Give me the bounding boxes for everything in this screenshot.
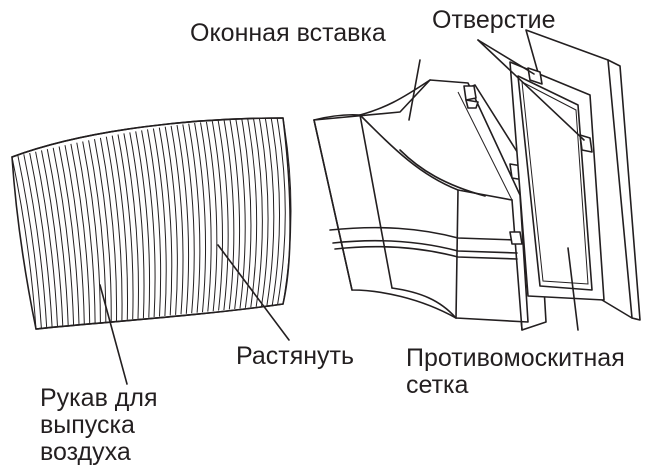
hose-rib (35, 151, 58, 327)
hose-rib (82, 141, 101, 323)
hose-rib (276, 117, 286, 305)
hose-rib (211, 121, 223, 311)
hose-rib (264, 118, 275, 306)
hose-rib (23, 154, 48, 328)
hose-rib (282, 117, 292, 305)
hose-rib (17, 155, 42, 329)
hose-rib (135, 131, 151, 318)
hose-rib (29, 152, 53, 328)
hose-rib (205, 121, 218, 312)
hose-rib (64, 145, 85, 325)
label-stretch: Растянуть (236, 342, 355, 370)
hose-rib (105, 136, 123, 321)
hose-rib (129, 132, 145, 319)
hose-rib (152, 128, 167, 317)
hose-rib (88, 140, 107, 322)
hose-rib (141, 130, 156, 318)
hose-rib (76, 142, 96, 324)
label-hose: Рукав для выпуска воздуха (40, 384, 158, 466)
hose-rib (99, 137, 118, 321)
hose-ribs (11, 117, 292, 330)
hose-rib (270, 118, 281, 306)
hose-rib (253, 118, 263, 307)
hose-rib (147, 129, 162, 317)
hose-rib (46, 149, 69, 326)
hose-rib (247, 118, 258, 308)
hose-rib (70, 143, 91, 324)
hose-rib (52, 147, 75, 326)
hose-rib (117, 134, 134, 320)
hose-rib (229, 119, 241, 309)
hose-rib (164, 126, 178, 315)
exhaust-hose (11, 117, 292, 330)
hose-rib (58, 146, 80, 325)
label-window-insert: Оконная вставка (190, 19, 386, 47)
hose-rib (200, 122, 212, 312)
hose-rib (170, 125, 184, 315)
hose-rib (111, 135, 129, 320)
hose-rib (94, 139, 112, 322)
leader-window-insert (408, 59, 421, 121)
leader-mosquito-net (567, 247, 579, 331)
hose-rib (182, 124, 195, 314)
hose-rib (11, 156, 37, 330)
label-opening: Отверстие (432, 6, 556, 34)
leader-stretch (217, 244, 290, 341)
hose-rib (235, 119, 246, 309)
hose-rib (176, 125, 190, 314)
hose-rib (217, 120, 229, 311)
window-insert (313, 79, 547, 331)
leader-opening-bottom (477, 39, 585, 141)
hose-rib (123, 133, 139, 319)
leader-opening-top (477, 39, 535, 75)
window-frame (509, 29, 641, 321)
hose-rib (41, 150, 64, 327)
label-mosquito-net: Противомоскитная сетка (406, 344, 625, 399)
leader-lines (99, 39, 585, 385)
leader-hose (99, 284, 128, 385)
hose-rib (188, 123, 201, 313)
hose-rib (158, 127, 173, 316)
hose-rib (223, 120, 235, 310)
hose-rib (258, 118, 269, 307)
hose-rib (194, 122, 207, 313)
